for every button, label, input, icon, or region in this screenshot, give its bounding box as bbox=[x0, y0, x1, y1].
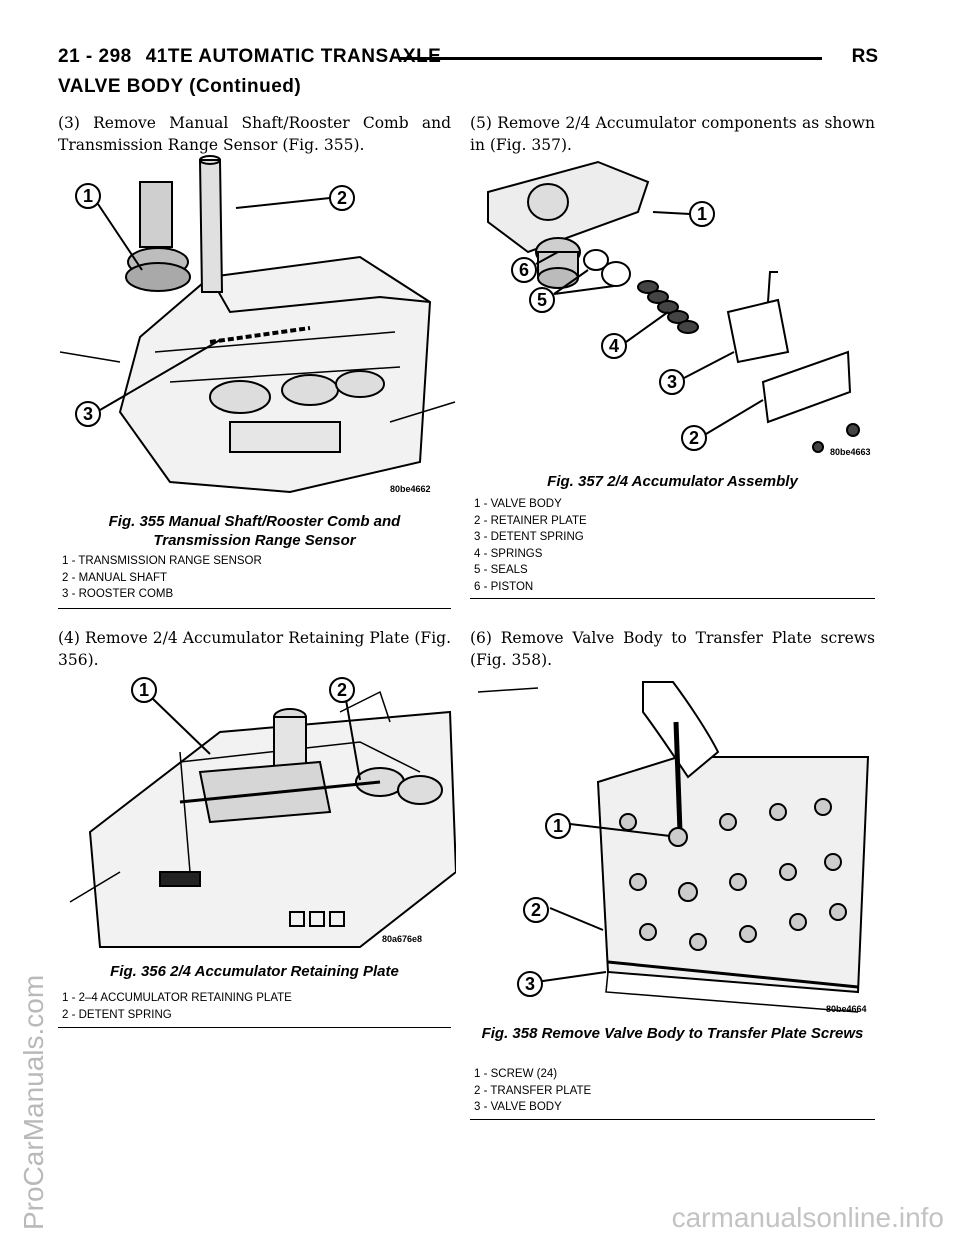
step-6-text: (6) Remove Valve Body to Transfer Plate … bbox=[470, 629, 875, 669]
step-4-text: (4) Remove 2/4 Accumulator Retaining Pla… bbox=[58, 629, 451, 669]
fig356-caption: Fig. 356 2/4 Accumulator Retaining Plate bbox=[110, 963, 399, 980]
fig357-callout-1: 1 bbox=[697, 204, 707, 224]
fig357-callout-3: 3 bbox=[667, 372, 677, 392]
fig357-legend: 1 - VALVE BODY 2 - RETAINER PLATE 3 - DE… bbox=[474, 496, 587, 595]
header-rule bbox=[398, 57, 822, 60]
header-code: RS bbox=[851, 46, 878, 67]
fig357-drawing: 1 6 5 4 3 2 80be4663 bbox=[487, 160, 871, 457]
fig357-legend-item: 1 - VALVE BODY bbox=[474, 498, 562, 510]
header-left: 21 - 298 41TE AUTOMATIC TRANSAXLE bbox=[58, 46, 441, 68]
fig357-callout-2: 2 bbox=[689, 428, 699, 448]
figure-356-illustration: 1 2 80a676e8 bbox=[60, 672, 456, 954]
fig355-callout-3: 3 bbox=[83, 404, 93, 424]
fig355-rule bbox=[58, 608, 451, 609]
fig356-callout-1: 1 bbox=[139, 680, 149, 700]
fig357-caption: Fig. 357 2/4 Accumulator Assembly bbox=[547, 473, 798, 490]
fig355-caption: Fig. 355 Manual Shaft/Rooster Comb and T… bbox=[108, 513, 401, 549]
fig358-legend-item: 2 - TRANSFER PLATE bbox=[474, 1084, 592, 1097]
watermark-left: ProCarManuals.com bbox=[18, 255, 50, 1230]
fig356-code: 80a676e8 bbox=[382, 934, 422, 944]
step-5-text: (5) Remove 2/4 Accumulator components as… bbox=[470, 114, 875, 154]
watermark-left-text: ProCarManuals.com bbox=[18, 974, 49, 1230]
fig355-legend-item: 1 - TRANSMISSION RANGE SENSOR bbox=[62, 555, 262, 567]
fig356-legend-item: 2 - DETENT SPRING bbox=[62, 1008, 172, 1021]
fig358-drawing: 1 2 3 80be4664 bbox=[478, 681, 870, 1014]
fig358-callout-2: 2 bbox=[531, 900, 541, 920]
fig356-drawing: 1 2 80a676e8 bbox=[69, 677, 456, 948]
fig357-callout-6: 6 bbox=[519, 260, 529, 280]
fig358-code: 80be4664 bbox=[826, 1004, 867, 1014]
fig356-legend: 1 - 2–4 ACCUMULATOR RETAINING PLATE 2 - … bbox=[62, 990, 292, 1023]
fig357-code: 80be4663 bbox=[830, 447, 871, 457]
fig357-legend-item: 6 - PISTON bbox=[474, 580, 534, 593]
section-title: VALVE BODY (Continued) bbox=[58, 76, 302, 97]
fig355-legend-item: 2 - MANUAL SHAFT bbox=[62, 571, 168, 584]
fig355-code: 80be4662 bbox=[390, 484, 431, 494]
fig357-callout-4: 4 bbox=[609, 336, 619, 356]
fig355-callout-2: 2 bbox=[337, 188, 347, 208]
fig355-callout-1: 1 bbox=[83, 186, 93, 206]
header-title: 41TE AUTOMATIC TRANSAXLE bbox=[145, 46, 442, 67]
fig358-legend-item: 3 - VALVE BODY bbox=[474, 1101, 562, 1113]
page-number: 21 - 298 bbox=[58, 46, 132, 67]
fig358-callout-1: 1 bbox=[553, 816, 563, 836]
fig356-legend-item: 1 - 2–4 ACCUMULATOR RETAINING PLATE bbox=[62, 992, 292, 1004]
fig357-legend-item: 2 - RETAINER PLATE bbox=[474, 514, 587, 527]
fig355-drawing: 1 2 3 80be4662 bbox=[60, 155, 456, 494]
fig358-rule bbox=[470, 1119, 875, 1120]
fig356-rule bbox=[58, 1027, 451, 1028]
fig358-legend: 1 - SCREW (24) 2 - TRANSFER PLATE 3 - VA… bbox=[474, 1066, 591, 1116]
watermark-bottom: carmanualsonline.info bbox=[671, 1202, 944, 1233]
fig357-legend-item: 4 - SPRINGS bbox=[474, 547, 543, 560]
step-3-text: (3) Remove Manual Shaft/Rooster Comb and… bbox=[58, 114, 451, 154]
fig358-legend-item: 1 - SCREW (24) bbox=[474, 1068, 558, 1080]
fig358-callout-3: 3 bbox=[525, 974, 535, 994]
figure-358-illustration: 1 2 3 80be4664 bbox=[478, 672, 874, 1020]
fig356-callout-2: 2 bbox=[337, 680, 347, 700]
fig357-legend-item: 3 - DETENT SPRING bbox=[474, 531, 584, 543]
figure-357-illustration: 1 6 5 4 3 2 80be4663 bbox=[478, 152, 874, 462]
fig357-legend-item: 5 - SEALS bbox=[474, 564, 528, 576]
fig358-caption: Fig. 358 Remove Valve Body to Transfer P… bbox=[481, 1025, 864, 1042]
figure-355-illustration: 1 2 3 80be4662 bbox=[60, 152, 456, 502]
page-header: 21 - 298 41TE AUTOMATIC TRANSAXLE RS bbox=[58, 44, 878, 74]
fig357-rule bbox=[470, 598, 875, 599]
fig357-callout-5: 5 bbox=[537, 290, 547, 310]
fig355-legend-item: 3 - ROOSTER COMB bbox=[62, 588, 174, 600]
fig355-legend: 1 - TRANSMISSION RANGE SENSOR 2 - MANUAL… bbox=[62, 553, 262, 603]
